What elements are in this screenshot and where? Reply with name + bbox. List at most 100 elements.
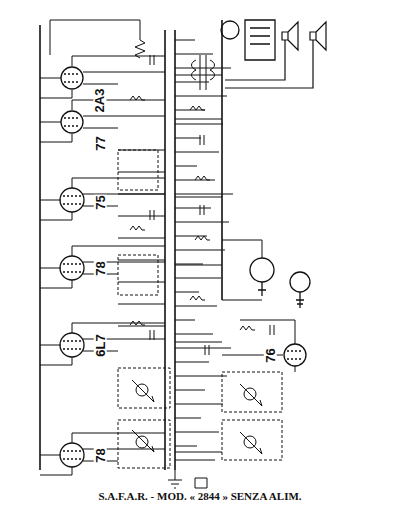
tube-label: 76	[264, 347, 277, 363]
wire	[175, 124, 223, 125]
wire	[175, 404, 223, 405]
capacitor-symbol	[150, 55, 154, 65]
tube-symbol	[61, 111, 83, 133]
wire	[175, 222, 229, 223]
ground-symbol	[168, 470, 207, 488]
tube-label: 75	[94, 194, 107, 210]
wire	[175, 236, 207, 237]
capacitor-symbol	[200, 205, 204, 215]
speaker-symbol	[225, 22, 326, 88]
tube-symbol	[60, 67, 306, 467]
wire	[118, 326, 165, 327]
resistor-symbol	[240, 326, 255, 330]
wire	[40, 323, 165, 365]
socket	[258, 282, 304, 308]
capacitor-symbol	[150, 330, 154, 340]
wire	[175, 166, 197, 167]
output-transformer	[192, 55, 215, 90]
wire	[175, 390, 205, 391]
wire	[175, 418, 201, 419]
capacitor-symbol	[205, 345, 209, 355]
wire	[175, 194, 233, 195]
wire	[175, 250, 225, 251]
socket	[221, 20, 310, 308]
tube-label: 77	[94, 135, 107, 151]
wire	[175, 460, 215, 461]
wire	[40, 116, 222, 128]
wire	[40, 40, 295, 475]
coil-box	[118, 255, 158, 295]
variable-capacitor	[150, 396, 262, 454]
wire	[175, 40, 195, 41]
wire	[175, 68, 231, 69]
tube-symbol	[60, 443, 84, 467]
tube-symbol	[60, 333, 84, 357]
wire	[175, 376, 227, 377]
wire	[40, 262, 222, 274]
wire	[175, 292, 199, 293]
tube-label: 6L7	[94, 333, 107, 357]
variable-capacitor	[244, 388, 256, 400]
resistor-symbol	[130, 321, 145, 325]
coil-box	[118, 150, 282, 468]
tube-label: 78	[94, 447, 107, 463]
variable-capacitor	[132, 380, 260, 452]
wire	[175, 264, 203, 265]
resistor-symbol	[130, 55, 274, 355]
tube-label: 2A3	[93, 87, 106, 113]
variable-capacitor	[136, 384, 148, 396]
wire	[175, 334, 213, 335]
wire	[118, 282, 165, 283]
tube-symbol	[60, 188, 84, 212]
wire	[222, 240, 295, 372]
wire	[40, 72, 222, 84]
wire	[40, 433, 165, 475]
main-bus	[40, 20, 222, 470]
tube-label: 78	[94, 260, 107, 276]
wire	[175, 306, 217, 307]
coil-box	[118, 150, 158, 190]
coil-box	[222, 372, 282, 412]
wire	[175, 362, 209, 363]
tube-symbol	[63, 74, 303, 459]
wire	[40, 178, 165, 220]
socket	[245, 20, 275, 60]
wire	[175, 138, 201, 139]
coil-box	[222, 420, 282, 460]
speaker-symbol	[225, 40, 313, 88]
tube-symbol	[284, 344, 306, 366]
wire	[175, 54, 213, 55]
resistor-symbol	[190, 296, 205, 300]
wire	[175, 320, 195, 321]
resistor-symbol	[130, 226, 145, 230]
speaker-symbol	[282, 22, 326, 50]
wire	[175, 152, 219, 153]
wire	[40, 449, 222, 461]
tube-symbol	[60, 256, 84, 280]
ground-symbol	[195, 478, 207, 488]
output-transformer	[50, 20, 145, 58]
resistor-symbol	[195, 176, 210, 180]
wire	[175, 432, 219, 433]
caption: S.A.F.A.R. - MOD. « 2844 » SENZA ALIM.	[98, 490, 301, 502]
capacitor-symbol	[270, 325, 274, 335]
wire	[175, 278, 221, 279]
wire	[118, 238, 165, 239]
wire	[118, 304, 165, 305]
wire	[175, 348, 231, 349]
variable-capacitor	[136, 436, 148, 448]
wire	[118, 194, 165, 195]
wire	[118, 150, 165, 151]
variable-capacitor	[132, 380, 262, 454]
coil-box	[118, 368, 170, 408]
resistor-symbol	[190, 106, 205, 110]
resistor-symbol	[195, 236, 210, 240]
wire	[175, 82, 209, 83]
socket	[221, 21, 239, 39]
wire	[175, 96, 227, 97]
capacitor-symbol	[150, 210, 154, 220]
output-transformer	[50, 20, 215, 90]
wire	[40, 194, 222, 206]
wire	[118, 216, 165, 217]
